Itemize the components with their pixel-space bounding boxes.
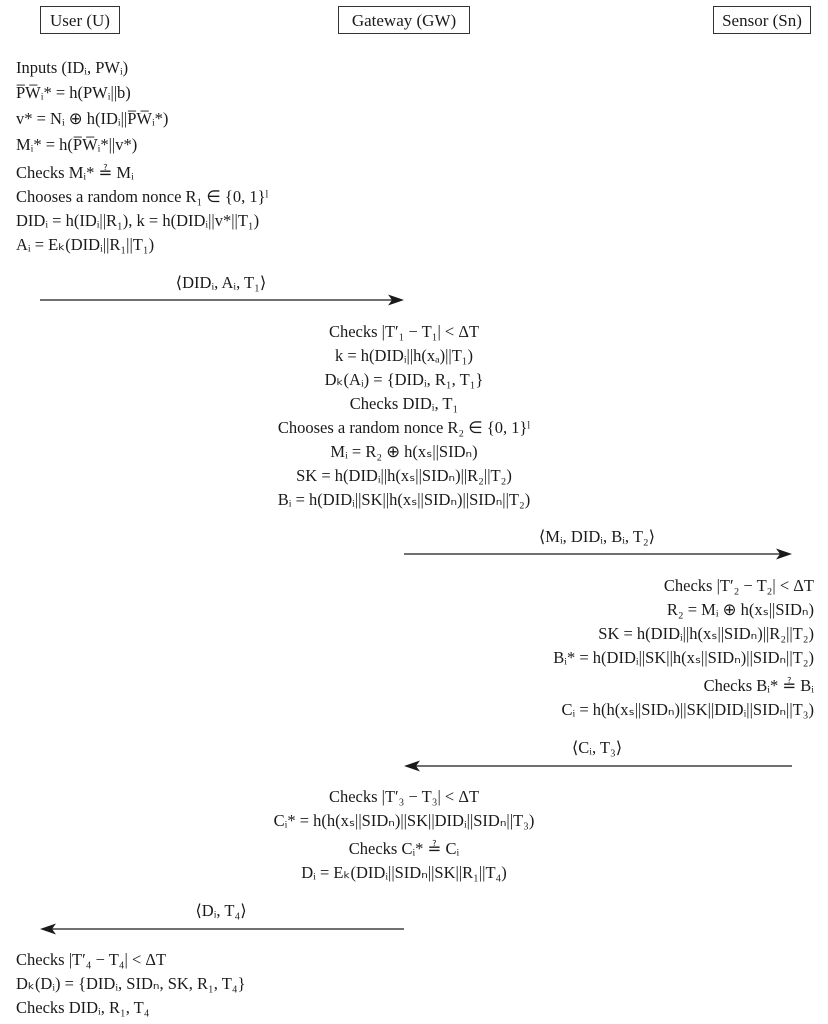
sensor-step: Bᵢ* = h(DIDᵢ||SK||h(xₛ||SIDₙ)||SIDₙ||T₂) [553, 648, 814, 667]
user-step: Checks Mᵢ* ≟ Mᵢ [16, 163, 134, 182]
sensor-step: Checks |T′₂ − T₂| < ΔT [663, 576, 814, 595]
arrowhead-right [776, 548, 792, 560]
message-2-label: ⟨Mᵢ, DIDᵢ, Bᵢ, T₂⟩ [538, 527, 656, 546]
sensor-step: SK = h(DIDᵢ||h(xₛ||SIDₙ)||R₂||T₂) [598, 624, 814, 643]
gateway-step: Mᵢ = R₂ ⊕ h(xₛ||SIDₙ) [330, 442, 478, 461]
message-3-label: ⟨Cᵢ, T₃⟩ [571, 738, 623, 757]
gateway-step: SK = h(DIDᵢ||h(xₛ||SIDₙ)||R₂||T₂) [296, 466, 512, 485]
user-step: DIDᵢ = h(IDᵢ||R₁), k = h(DIDᵢ||v*||T₁) [16, 211, 260, 230]
party-user: User (U) [40, 6, 120, 34]
gateway-step: Checks |T′₃ − T₃| < ΔT [328, 787, 480, 806]
gateway-step: Dₖ(Aᵢ) = {DIDᵢ, R₁, T₁} [324, 370, 484, 389]
user-step: Checks DIDᵢ, R₁, T₄ [16, 998, 150, 1017]
gateway-step: Bᵢ = h(DIDᵢ||SK||h(xₛ||SIDₙ)||SIDₙ||T₂) [277, 490, 531, 509]
user-step: P̅W̅ᵢ* = h(PWᵢ||b) [16, 83, 131, 102]
gateway-step: Checks |T′₁ − T₁| < ΔT [328, 322, 480, 341]
sensor-step: Cᵢ = h(h(xₛ||SIDₙ)||SK||DIDᵢ||SIDₙ||T₃) [561, 700, 814, 719]
arrowhead-left [40, 923, 56, 935]
message-1-label: ⟨DIDᵢ, Aᵢ, T₁⟩ [175, 273, 267, 292]
arrowhead-left [404, 760, 420, 772]
user-step: Mᵢ* = h(P̅W̅ᵢ*||v*) [16, 135, 138, 154]
gateway-step: Cᵢ* = h(h(xₛ||SIDₙ)||SK||DIDᵢ||SIDₙ||T₃) [273, 811, 535, 830]
gateway-step: Chooses a random nonce R₂ ∈ {0, 1}ˡ [277, 418, 531, 437]
user-step: Chooses a random nonce R₁ ∈ {0, 1}ˡ [16, 187, 269, 206]
gateway-step: Checks DIDᵢ, T₁ [349, 394, 459, 413]
gateway-step: Dᵢ = Eₖ(DIDᵢ||SIDₙ||SK||R₁||T₄) [301, 863, 507, 882]
user-step: Checks |T′₄ − T₄| < ΔT [16, 950, 167, 969]
user-step: Inputs (IDᵢ, PWᵢ) [16, 58, 129, 77]
sensor-step: R₂ = Mᵢ ⊕ h(xₛ||SIDₙ) [666, 600, 814, 619]
party-sensor: Sensor (Sn) [713, 6, 811, 34]
gateway-step: Checks Cᵢ* ≟ Cᵢ [348, 839, 460, 858]
sensor-step: Checks Bᵢ* ≟ Bᵢ [703, 676, 814, 695]
party-gateway: Gateway (GW) [338, 6, 470, 34]
user-step: Aᵢ = Eₖ(DIDᵢ||R₁||T₁) [16, 235, 155, 254]
arrowhead-right [388, 294, 404, 306]
message-4-label: ⟨Dᵢ, T₄⟩ [195, 901, 247, 920]
user-step: Dₖ(Dᵢ) = {DIDᵢ, SIDₙ, SK, R₁, T₄} [16, 974, 246, 993]
user-step: v* = Nᵢ ⊕ h(IDᵢ||P̅W̅ᵢ*) [16, 109, 169, 128]
gateway-step: k = h(DIDᵢ||h(xₐ)||T₁) [334, 346, 474, 365]
